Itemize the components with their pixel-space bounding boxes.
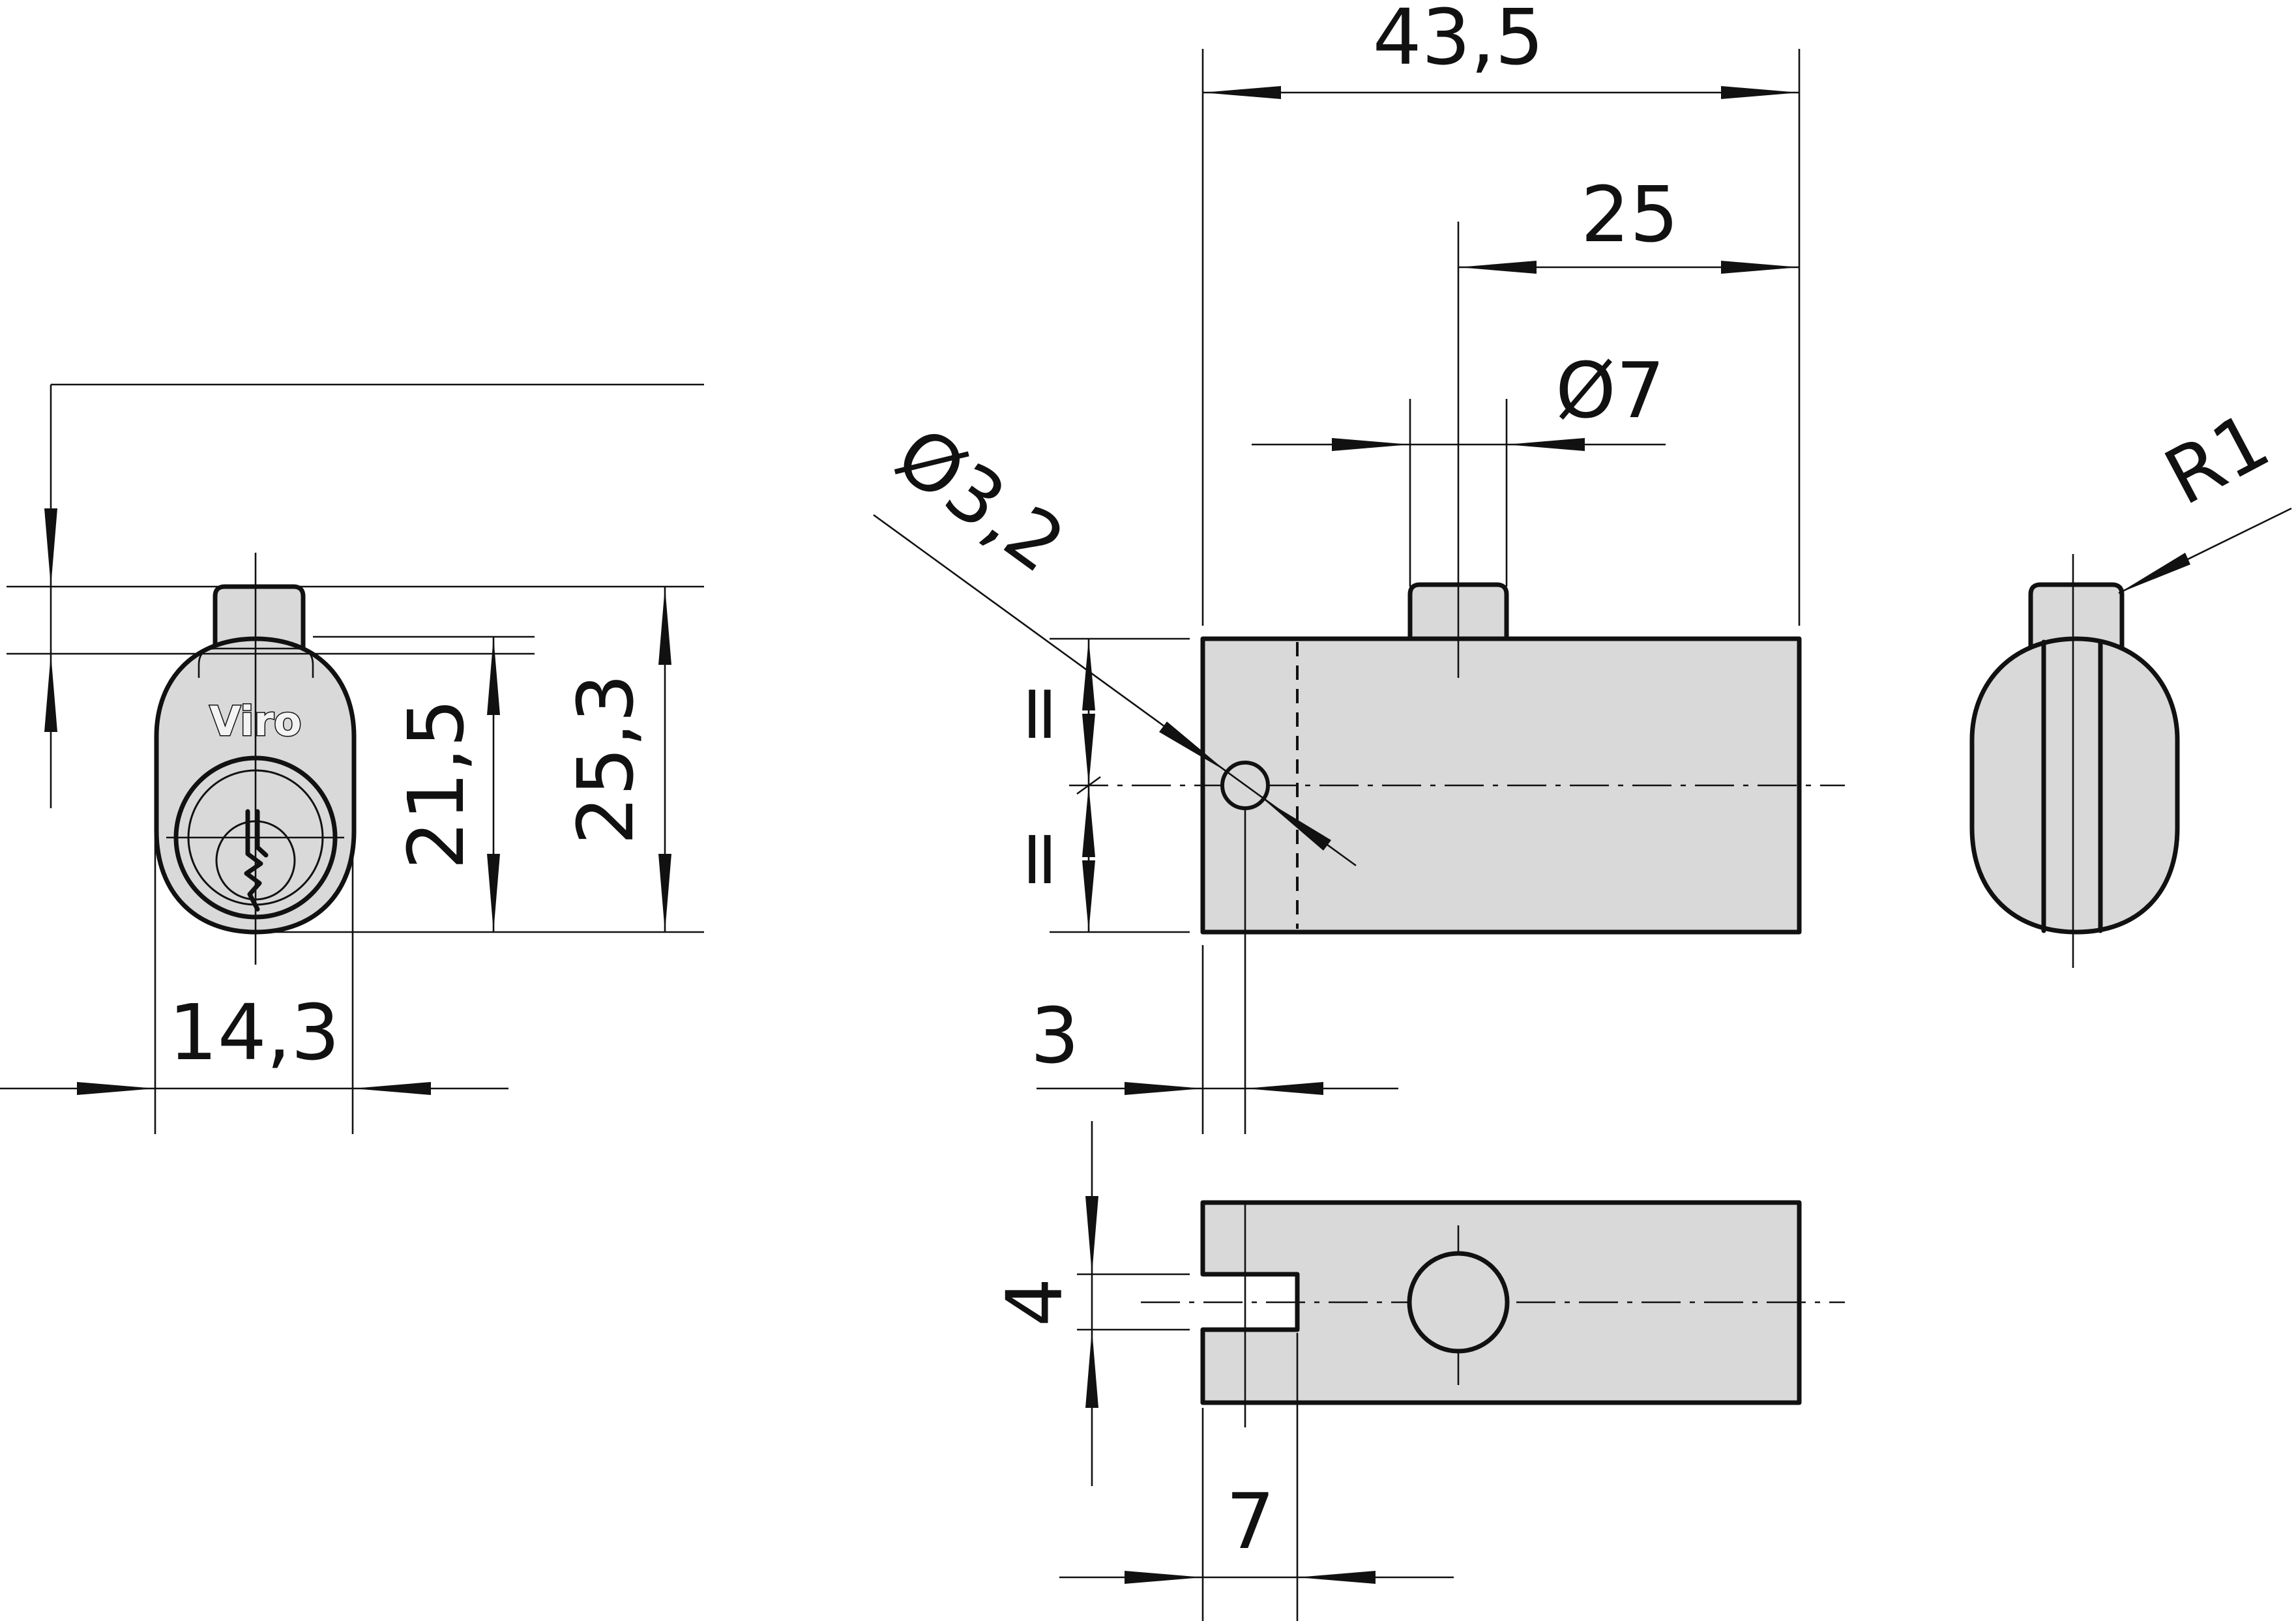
overall-length-label: 43,5: [1373, 0, 1544, 82]
side-dimensions: 43,5 25 Ø7 Ø3,2 = = 3: [873, 0, 1801, 1134]
front-dimensions: 21,5 25,3 14,3: [0, 383, 704, 1134]
side-view: [1069, 222, 1845, 935]
hole-offset-label: 3: [1030, 991, 1079, 1081]
equal-mark-bottom-label: =: [992, 827, 1082, 892]
end-body-outline: [1969, 636, 2180, 935]
front-view: Viro: [154, 553, 357, 965]
pin-diameter-label: Ø7: [1555, 345, 1665, 435]
top-view: [1141, 1200, 1845, 1427]
equal-mark-top-label: =: [992, 682, 1082, 746]
keyway-icon: [244, 809, 269, 912]
slot-width-label: 4: [990, 1278, 1080, 1326]
pin-offset-label: 25: [1581, 169, 1679, 259]
corner-radius-label: R1: [2151, 395, 2283, 523]
hole-diameter-label: Ø3,2: [880, 410, 1081, 591]
slot-depth-label: 7: [1226, 1476, 1274, 1566]
height-total-label: 25,3: [561, 674, 651, 845]
width-front-label: 14,3: [169, 987, 340, 1077]
side-body-rectangle: [1200, 636, 1802, 935]
height-body-label: 21,5: [391, 699, 481, 870]
end-view: R1: [1969, 395, 2292, 968]
top-dimensions: 4 7: [990, 1121, 1454, 1621]
pin-hole-icon: [1407, 1251, 1510, 1354]
